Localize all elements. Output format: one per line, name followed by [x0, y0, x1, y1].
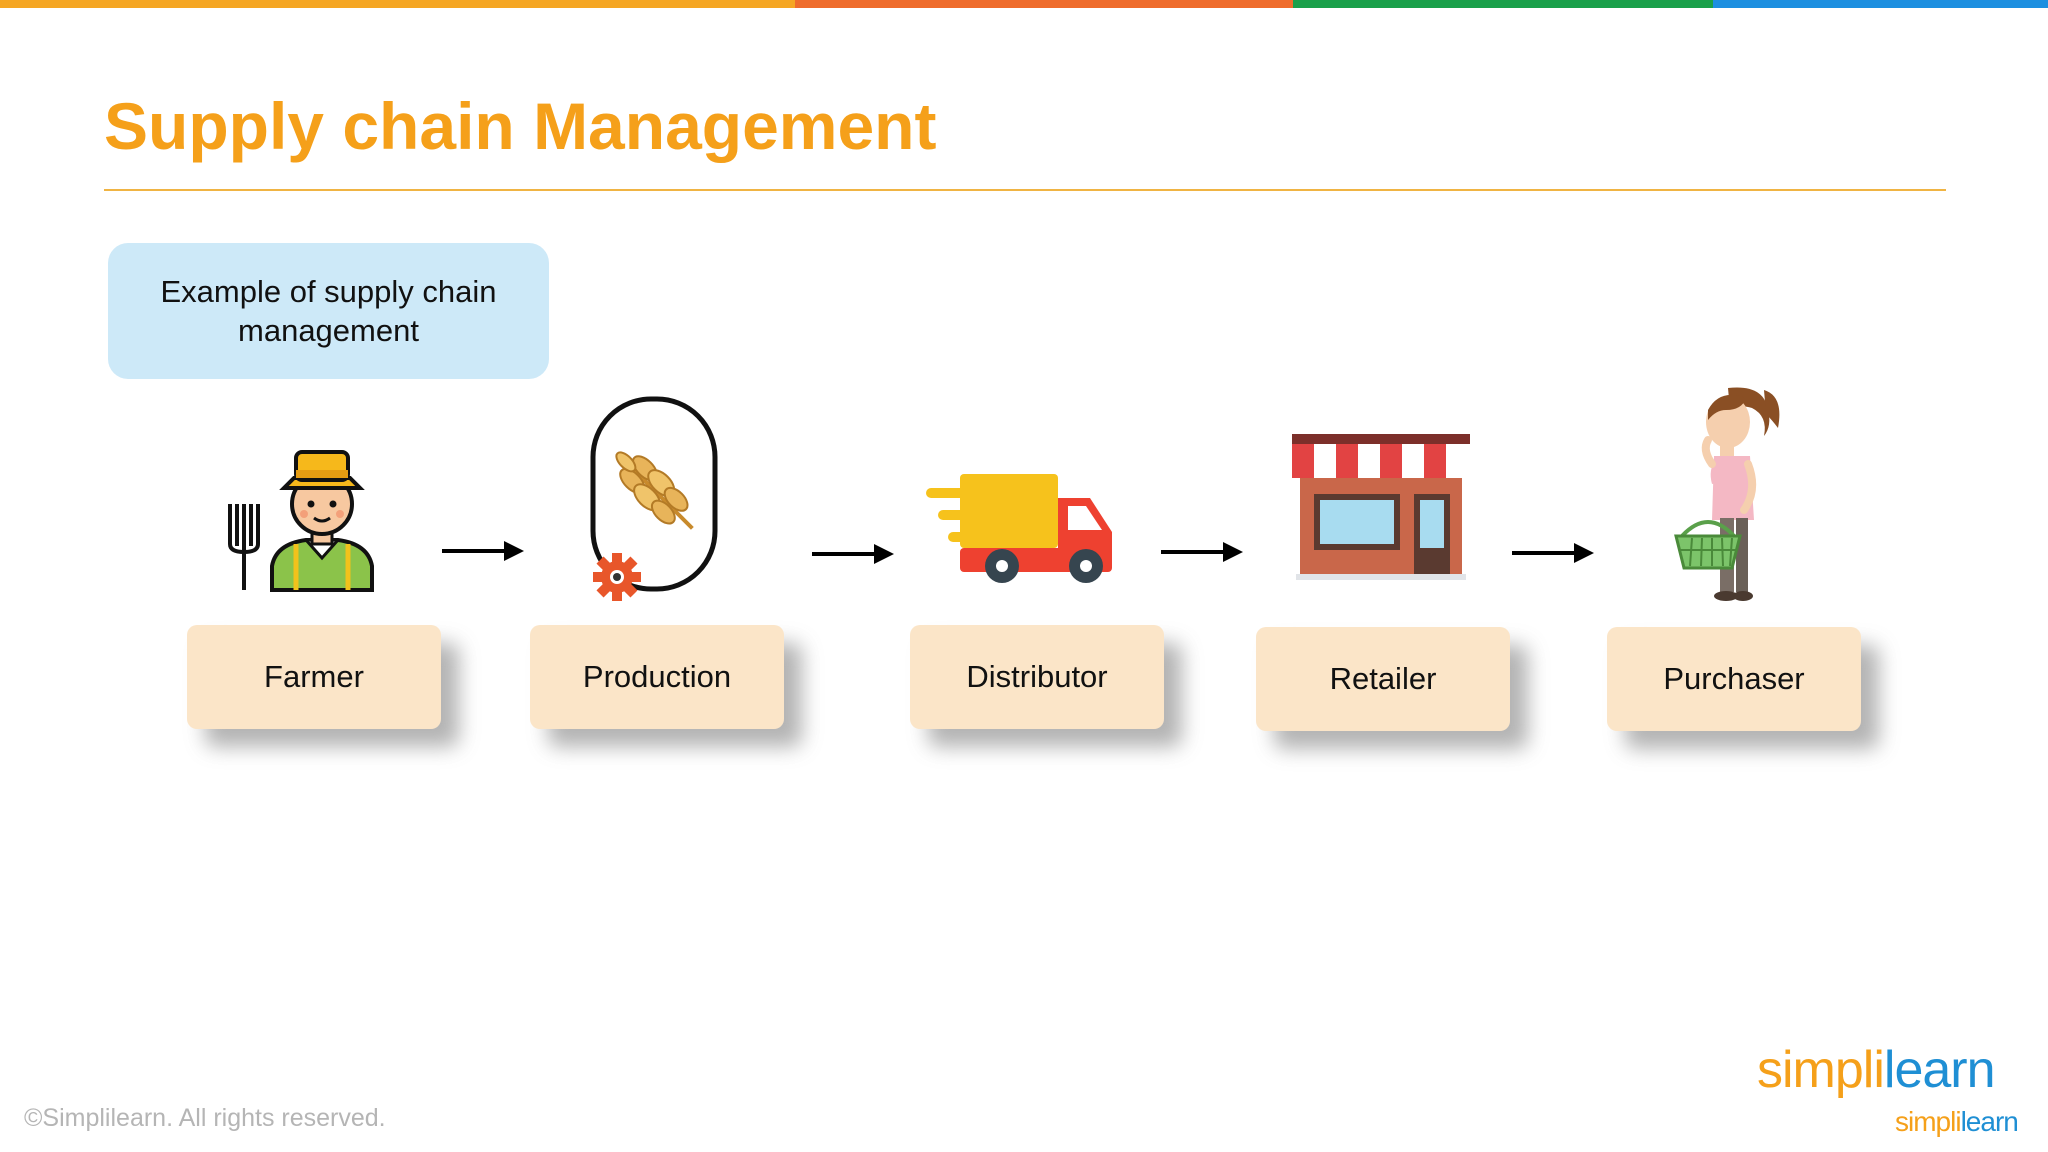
delivery-truck-icon: [926, 474, 1112, 583]
flow-arrow: [812, 544, 894, 564]
copyright-text: ©Simplilearn. All rights reserved.: [24, 1104, 386, 1132]
stage-label: Distributor: [910, 625, 1164, 729]
title-divider: [104, 189, 1946, 191]
store-icon: [1292, 434, 1470, 580]
top-bar-segment: [0, 0, 795, 8]
flow-arrow: [442, 541, 524, 561]
top-bar-segment: [795, 0, 1293, 8]
page-title: Supply chain Management: [104, 89, 937, 163]
stage-label: Purchaser: [1607, 627, 1861, 731]
simplilearn-logo: simplilearn: [1757, 1041, 1996, 1099]
farmer-icon: [228, 450, 374, 592]
stage-label: Retailer: [1256, 627, 1510, 731]
shopper-icon: [1674, 387, 1780, 601]
top-bar-segment: [1713, 0, 2048, 8]
wheat-production-icon: [590, 396, 718, 601]
top-color-bar: [0, 0, 2048, 8]
top-bar-segment: [1293, 0, 1713, 8]
simplilearn-logo-small: simplilearn: [1895, 1106, 2019, 1137]
stage-label: Production: [530, 625, 784, 729]
flow-arrow: [1161, 542, 1243, 562]
flow-arrow: [1512, 543, 1594, 563]
callout-box: Example of supply chain management: [108, 243, 549, 379]
callout-text: Example of supply chain management: [160, 274, 497, 348]
stage-label: Farmer: [187, 625, 441, 729]
